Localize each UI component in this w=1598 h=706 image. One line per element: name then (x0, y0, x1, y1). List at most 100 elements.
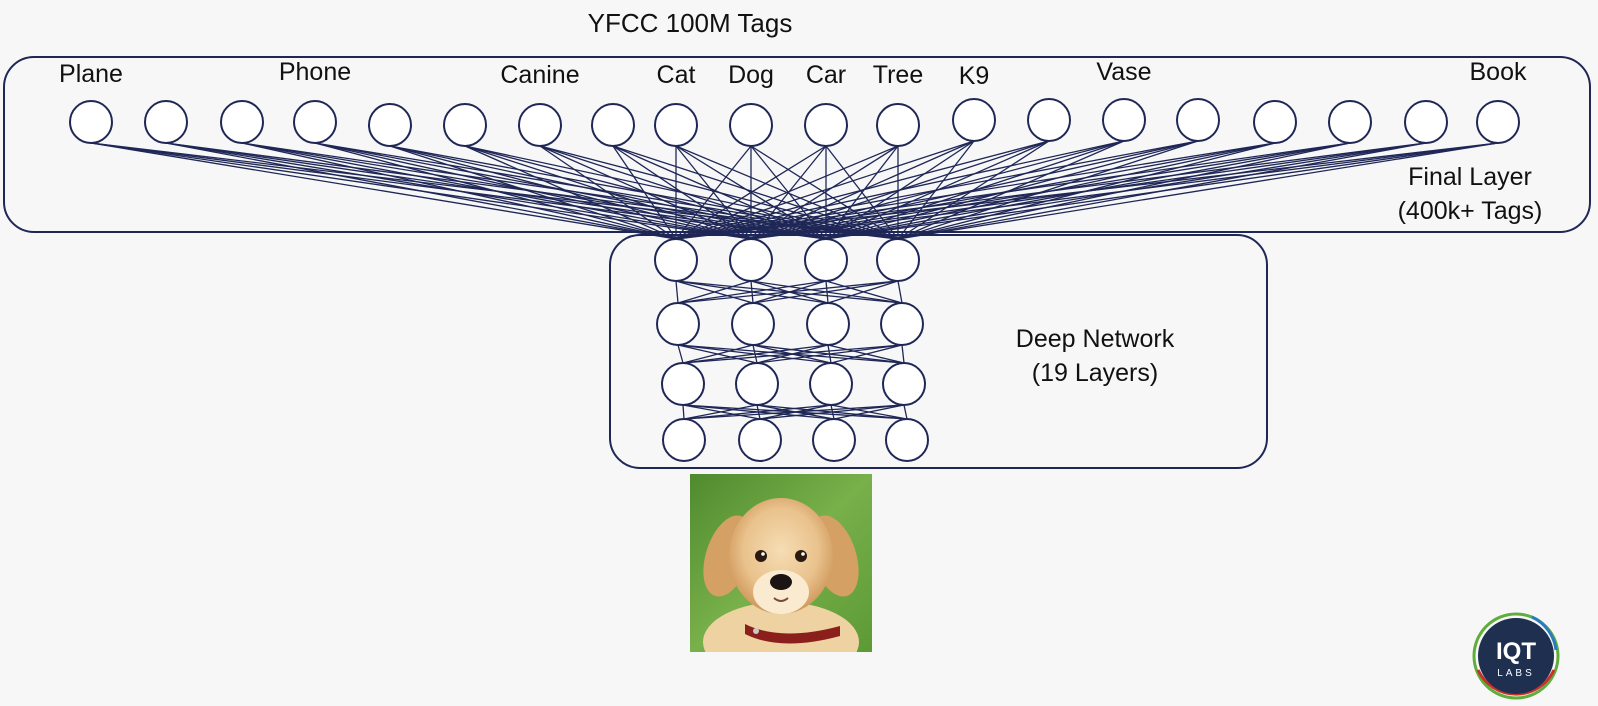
hidden-neuron (735, 362, 779, 406)
deep-network-box (609, 234, 1268, 469)
hidden-layer-edge (756, 344, 903, 364)
final-layer-neuron (1176, 98, 1220, 142)
hidden-layer-edge (682, 344, 829, 364)
puppy-photo (690, 474, 872, 652)
hidden-neuron (731, 302, 775, 346)
final-layer-neuron (293, 100, 337, 144)
tag-label: Book (1469, 58, 1527, 86)
final-layer-edge (675, 140, 1050, 240)
hidden-neuron (656, 302, 700, 346)
hidden-layer-edge (677, 344, 684, 364)
final-layer-edge (675, 142, 1351, 240)
final-layer-neuron (518, 103, 562, 147)
final-layer-label-line2: (400k+ Tags) (1397, 197, 1543, 225)
hidden-layer-edge (903, 404, 908, 420)
final-layer-edge (241, 142, 677, 240)
final-layer-edge (825, 140, 1199, 240)
final-layer-edge (314, 142, 827, 240)
hidden-neuron (806, 302, 850, 346)
tag-label: Vase (1096, 58, 1152, 86)
deep-network-label-line2: (19 Layers) (1031, 359, 1159, 387)
final-layer-neuron (804, 103, 848, 147)
iqt-labs-logo: IQT LABS (1472, 612, 1560, 700)
hidden-neuron (880, 302, 924, 346)
hidden-neuron (876, 238, 920, 282)
hidden-neuron (654, 238, 698, 282)
final-layer-edge (675, 140, 975, 240)
final-layer-edge (675, 145, 899, 240)
final-layer-neuron (368, 103, 412, 147)
hidden-layer-edge (901, 344, 905, 364)
final-layer-edge (825, 142, 1499, 240)
deep-network-label-line1: Deep Network (1015, 325, 1175, 353)
tag-label: Canine (500, 61, 580, 89)
final-layer-edge (539, 145, 677, 240)
final-layer-neuron (1328, 100, 1372, 144)
final-layer-neuron (1027, 98, 1071, 142)
tag-label: Car (805, 61, 847, 89)
hidden-layer-edge (682, 404, 685, 420)
tag-label: K9 (958, 62, 990, 90)
diagram-title: YFCC 100M Tags (587, 8, 793, 38)
hidden-layer-edge (675, 280, 679, 304)
hidden-neuron (738, 418, 782, 462)
hidden-layer-edge (683, 404, 905, 420)
hidden-neuron (885, 418, 929, 462)
final-layer-edge (464, 145, 677, 240)
final-layer-edge (675, 140, 1199, 240)
hidden-layer-edge (677, 280, 827, 304)
hidden-neuron (809, 362, 853, 406)
final-layer-neuron (1404, 100, 1448, 144)
hidden-layer-edge (682, 344, 754, 364)
final-layer-edge (675, 142, 1499, 240)
hidden-layer-edge (683, 404, 758, 420)
deep-network-label: Deep Network (19 Layers) (990, 322, 1200, 390)
neurons (69, 98, 1520, 462)
hidden-layer-edge (677, 280, 752, 304)
final-layer-neuron (443, 103, 487, 147)
hidden-layer-edge (683, 404, 832, 420)
final-layer-neuron (1253, 100, 1297, 144)
hidden-layer-edge (833, 404, 905, 420)
final-layer-neuron (591, 103, 635, 147)
hidden-layer-edge (830, 344, 903, 364)
hidden-layer-edge (752, 280, 899, 304)
connections (90, 140, 1499, 420)
final-layer-edge (675, 145, 752, 240)
final-layer-edge (675, 140, 1125, 240)
final-layer-edge (675, 145, 827, 240)
final-layer-neuron (220, 100, 264, 144)
final-layer-edge (314, 142, 752, 240)
final-layer-edge (897, 140, 1199, 240)
hidden-layer-edge (682, 344, 903, 364)
hidden-neuron (882, 362, 926, 406)
logo-line1: IQT (1496, 638, 1536, 665)
hidden-layer-edge (827, 280, 899, 304)
final-layer-neuron (1102, 98, 1146, 142)
final-layer-neuron (69, 100, 113, 144)
hidden-neuron (812, 418, 856, 462)
final-layer-neuron (952, 98, 996, 142)
final-layer-edge (675, 142, 1427, 240)
tag-label: Plane (59, 60, 123, 88)
hidden-neuron (804, 238, 848, 282)
hidden-neuron (662, 418, 706, 462)
final-layer-edge (539, 145, 752, 240)
final-layer-neuron (1476, 100, 1520, 144)
tag-label: Tree (872, 61, 924, 89)
final-layer-neuron (144, 100, 188, 144)
tag-label: Cat (656, 61, 696, 89)
final-layer-edge (750, 140, 1199, 240)
tag-label: Phone (278, 58, 352, 86)
final-layer-neuron (654, 103, 698, 147)
final-layer-edge (612, 145, 677, 240)
logo-line2: LABS (1497, 668, 1535, 679)
hidden-neuron (729, 238, 773, 282)
final-layer-label-line1: Final Layer (1408, 163, 1532, 191)
final-layer-edge (90, 142, 677, 240)
final-layer-edge (675, 142, 1276, 240)
hidden-layer-edge (759, 404, 905, 420)
final-layer-edge (314, 142, 677, 240)
final-layer-edge (165, 142, 677, 240)
